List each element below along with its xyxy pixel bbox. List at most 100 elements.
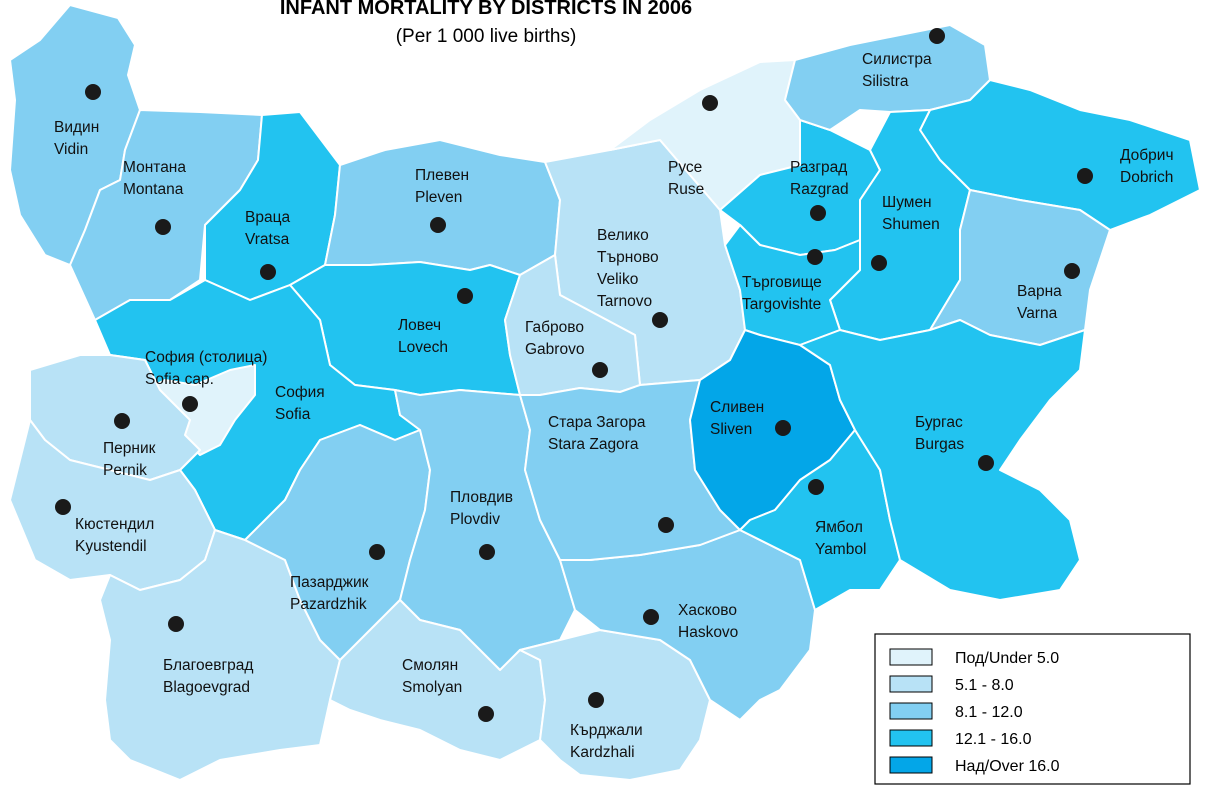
dot-smolyan [478, 706, 494, 722]
label-bg-smolyan: Смолян [402, 657, 458, 674]
label-bg-pernik: Перник [103, 440, 156, 457]
label-bg-shumen: Шумен [882, 194, 932, 211]
label-en-lovech: Lovech [398, 339, 448, 356]
dot-varna [1064, 263, 1080, 279]
map-title: INFANT MORTALITY BY DISTRICTS IN 2006 [280, 0, 692, 19]
label-en-varna: Varna [1017, 305, 1058, 322]
label-bg-varna: Варна [1017, 283, 1062, 300]
district-pleven[interactable] [324, 139, 561, 276]
label-en-pernik: Pernik [103, 462, 147, 479]
dot-stara-zagora [658, 517, 674, 533]
label-bg-razgrad: Разград [790, 159, 847, 176]
dot-shumen [871, 255, 887, 271]
dot-vratsa [260, 264, 276, 280]
legend: Под/Under 5.0 5.1 - 8.0 8.1 - 12.0 12.1 … [874, 633, 1191, 785]
label-bg-blagoevgrad: Благоевград [163, 657, 253, 674]
label-en-burgas: Burgas [915, 436, 964, 453]
label-bg-sliven: Сливен [710, 399, 764, 416]
label-en-veliko-tarnovo-2: Tarnovo [597, 293, 652, 310]
dot-ruse [702, 95, 718, 111]
district-targovishte[interactable] [724, 224, 861, 346]
label-en-haskovo: Haskovo [678, 624, 738, 641]
label-bg-kardzhali: Кърджали [570, 722, 643, 739]
label-en-vidin: Vidin [54, 141, 88, 158]
label-en-sofia: Sofia [275, 406, 311, 423]
legend-swatch-5 [889, 756, 933, 774]
label-en-kardzhali: Kardzhali [570, 744, 635, 761]
label-bg-pazardzhik: Пазарджик [290, 574, 369, 591]
legend-swatch-2 [889, 675, 933, 693]
label-bg-haskovo: Хасково [678, 602, 737, 619]
dot-kardzhali [588, 692, 604, 708]
district-dots [55, 28, 1093, 722]
label-bg-gabrovo: Габрово [525, 319, 584, 336]
dot-dobrich [1077, 168, 1093, 184]
dot-targovishte [807, 249, 823, 265]
dot-sliven [775, 420, 791, 436]
label-en-shumen: Shumen [882, 216, 940, 233]
label-en-montana: Montana [123, 181, 184, 198]
dot-yambol [808, 479, 824, 495]
label-bg-montana: Монтана [123, 159, 186, 176]
label-en-sliven: Sliven [710, 421, 752, 438]
legend-label-4: 12.1 - 16.0 [955, 731, 1032, 748]
label-bg-lovech: Ловеч [398, 317, 441, 334]
label-en-gabrovo: Gabrovo [525, 341, 584, 358]
legend-swatch-3 [889, 702, 933, 720]
dot-pernik [114, 413, 130, 429]
label-bg-sofia-cap: София (столица) [145, 349, 267, 366]
label-en-pleven: Pleven [415, 189, 462, 206]
label-bg-plovdiv: Пловдив [450, 489, 513, 506]
label-en-sofia-cap: Sofia cap. [145, 371, 214, 388]
dot-haskovo [643, 609, 659, 625]
label-en-pazardzhik: Pazardzhik [290, 596, 367, 613]
map-subtitle: (Per 1 000 live births) [396, 26, 577, 47]
label-bg-kyustendil: Кюстендил [75, 516, 154, 533]
dot-razgrad [810, 205, 826, 221]
legend-label-3: 8.1 - 12.0 [955, 704, 1023, 721]
dot-montana [155, 219, 171, 235]
label-en-veliko-tarnovo: Veliko [597, 271, 638, 288]
dot-veliko-tarnovo [652, 312, 668, 328]
label-bg-burgas: Бургас [915, 414, 963, 431]
legend-label-2: 5.1 - 8.0 [955, 677, 1014, 694]
dot-vidin [85, 84, 101, 100]
dot-sofia-cap [182, 396, 198, 412]
label-bg-pleven: Плевен [415, 167, 469, 184]
legend-swatch-1 [889, 648, 933, 666]
label-en-kyustendil: Kyustendil [75, 538, 147, 555]
label-bg-vidin: Видин [54, 119, 99, 136]
legend-swatch-4 [889, 729, 933, 747]
dot-burgas [978, 455, 994, 471]
dot-silistra [929, 28, 945, 44]
label-bg-veliko-tarnovo: Велико [597, 227, 649, 244]
district-labels: Видин Vidin Монтана Montana Враца Vratsa… [54, 51, 1174, 761]
label-bg-sofia: София [275, 384, 325, 401]
label-bg-silistra: Силистра [862, 51, 932, 68]
label-en-dobrich: Dobrich [1120, 169, 1173, 186]
label-bg-yambol: Ямбол [815, 519, 863, 536]
dot-pleven [430, 217, 446, 233]
legend-label-5: Над/Over 16.0 [955, 758, 1060, 775]
label-en-plovdiv: Plovdiv [450, 511, 500, 528]
dot-plovdiv [479, 544, 495, 560]
legend-label-1: Под/Under 5.0 [955, 650, 1059, 667]
label-en-vratsa: Vratsa [245, 231, 290, 248]
label-en-silistra: Silistra [862, 73, 909, 90]
label-bg-vratsa: Враца [245, 209, 290, 226]
dot-lovech [457, 288, 473, 304]
dot-blagoevgrad [168, 616, 184, 632]
dot-pazardzhik [369, 544, 385, 560]
dot-gabrovo [592, 362, 608, 378]
label-en-targovishte: Targovishte [742, 296, 821, 313]
label-bg-targovishte: Търговище [742, 274, 822, 291]
label-en-razgrad: Razgrad [790, 181, 849, 198]
label-bg-veliko-tarnovo-2: Търново [597, 249, 659, 266]
label-en-ruse: Ruse [668, 181, 704, 198]
label-bg-stara-zagora: Стара Загора [548, 414, 646, 431]
label-bg-dobrich: Добрич [1120, 147, 1174, 164]
district-burgas[interactable] [799, 319, 1086, 601]
label-en-yambol: Yambol [815, 541, 866, 558]
label-bg-ruse: Русе [668, 159, 702, 176]
